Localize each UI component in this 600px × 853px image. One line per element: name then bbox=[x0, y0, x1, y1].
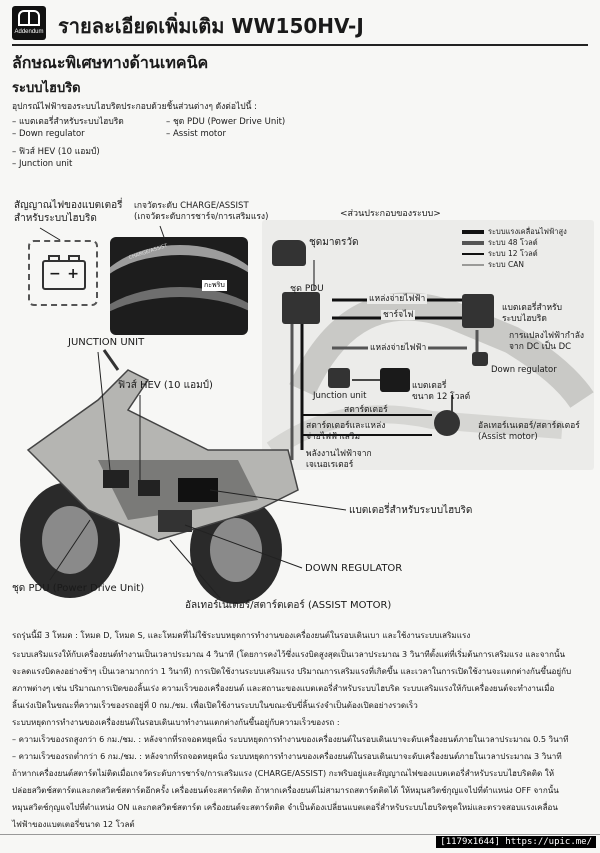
footer-divider bbox=[0, 834, 600, 835]
battery-indicator-line2: สำหรับระบบไฮบริด bbox=[14, 212, 97, 224]
down-regulator-diagram-label: Down regulator bbox=[491, 365, 557, 375]
gauge-label-line1: เกจวัดระดับ CHARGE/ASSIST bbox=[134, 201, 249, 211]
legend-label: ระบบ CAN bbox=[488, 259, 524, 269]
watermark-link[interactable]: [1179x1644] https://upic.me/ bbox=[436, 836, 596, 848]
gauge-blink-label: กะพริบ bbox=[202, 280, 227, 291]
power-source-label-2: แหล่งจ่ายไฟฟ้า bbox=[368, 343, 429, 354]
legend-label: ระบบแรงเคลื่อนไฟฟ้าสูง bbox=[488, 226, 567, 236]
converter-line1: การแปลงไฟฟ้ากำลัง bbox=[509, 331, 585, 341]
pdu-label: ชุด PDU (Power Drive Unit) bbox=[12, 583, 145, 594]
body-paragraph: หมุนสวิตช์กุญแจไปที่ตำแหน่ง ON และกดสวิต… bbox=[12, 802, 558, 812]
charge-label: ชาร์จไฟ bbox=[381, 310, 416, 321]
diagram-lines bbox=[266, 260, 594, 460]
junction-unit-label: JUNCTION UNIT bbox=[68, 337, 145, 348]
power-source-label: แหล่งจ่ายไฟฟ้า bbox=[367, 294, 428, 305]
pdu-part bbox=[282, 292, 320, 324]
gauge-arc-upper bbox=[110, 245, 248, 335]
hybrid-battery-part bbox=[462, 294, 494, 328]
battery12-line2: ขนาด 12 โวลต์ bbox=[412, 391, 471, 402]
starter-label: สตาร์ตเตอร์ bbox=[344, 405, 388, 415]
body-paragraph: ถ้าหากเครื่องยนต์สตาร์ตไม่ติดเมื่อเกจวัด… bbox=[12, 768, 555, 778]
component-item: – Assist motor bbox=[166, 129, 226, 139]
junction-unit-part bbox=[328, 368, 350, 388]
battery-icon: −+ bbox=[42, 255, 86, 290]
hybrid-battery-line1: แบตเตอรี่สำหรับ bbox=[502, 303, 563, 313]
meter-label: ชุดมาตรวัด bbox=[309, 237, 359, 248]
alternator-diagram-label: อัลเทอร์เนเตอร์/สตาร์ตเตอร์ (Assist moto… bbox=[478, 421, 580, 442]
component-item: – Junction unit bbox=[12, 159, 73, 169]
body-paragraph: ระบบหยุดการทำงานของเครื่องยนต์ในรอบเดินเ… bbox=[12, 717, 340, 727]
body-paragraph: – ความเร็วของรถสูงกว่า 6 กม./ชม. : หลังจ… bbox=[12, 734, 569, 744]
pdu-diagram-label: ชุด PDU bbox=[290, 284, 324, 294]
alternator-part bbox=[434, 410, 460, 436]
battery12-part bbox=[380, 368, 410, 392]
junction-unit-diagram-label: Junction unit bbox=[313, 391, 367, 401]
addendum-label: Addendum bbox=[14, 29, 44, 35]
fuse-label: ฟิวส์ HEV (10 แอมป์) bbox=[118, 380, 213, 391]
down-regulator-label: DOWN REGULATOR bbox=[305, 563, 403, 574]
body-paragraph: – ความเร็วของรถต่ำกว่า 6 กม./ชม. : หลังจ… bbox=[12, 751, 562, 761]
body-paragraph: ไฟฟ้าของแบตเตอรี่ขนาด 12 โวลต์ bbox=[12, 819, 135, 829]
diagram-legend: ระบบแรงเคลื่อนไฟฟ้าสูง ระบบ 48 โวลต์ ระบ… bbox=[462, 226, 594, 270]
body-paragraph: สภาพต่างๆ เช่น ปริมาณการเปิดของลิ้นเร่ง … bbox=[12, 683, 555, 693]
body-paragraph: จะลดแรงบิดลงอย่างช้าๆ เป็นเวลามากกว่า 1 … bbox=[12, 666, 572, 676]
legend-item: ระบบ CAN bbox=[462, 259, 594, 270]
battery12-line1: แบตเตอรี่ bbox=[412, 381, 447, 391]
header-divider bbox=[12, 44, 588, 46]
gauge-arc-lower bbox=[110, 287, 248, 335]
battery-indicator-line1: สัญญาณไฟของแบตเตอรี่ bbox=[14, 200, 123, 211]
component-item: – แบตเตอรี่สำหรับระบบไฮบริด bbox=[12, 117, 124, 127]
assist-motor-label: อัลเทอร์เนเตอร์/สตาร์ตเตอร์ (ASSIST MOTO… bbox=[185, 600, 392, 611]
generator-power-line2: เจเนอเรเตอร์ bbox=[306, 459, 354, 470]
generator-power-label: พลังงานไฟฟ้าจาก เจเนอเรเตอร์ bbox=[306, 449, 372, 470]
hybrid-battery-label: แบตเตอรี่สำหรับระบบไฮบริด bbox=[349, 505, 473, 516]
alternator-line1: อัลเทอร์เนเตอร์/สตาร์ตเตอร์ bbox=[478, 421, 580, 431]
hybrid-battery-line2: ระบบไฮบริด bbox=[502, 313, 547, 324]
starter-assist-label: สตาร์ตเตอร์และแหล่ง จ่ายไฟฟ้าเสริม bbox=[306, 421, 385, 442]
legend-item: ระบบแรงเคลื่อนไฟฟ้าสูง bbox=[462, 226, 594, 237]
battery-indicator-icon: −+ bbox=[28, 240, 98, 306]
hybrid-battery-diagram-label: แบตเตอรี่สำหรับ ระบบไฮบริด bbox=[502, 303, 562, 324]
gauge-label: เกจวัดระดับ CHARGE/ASSIST (เกจวัดระดับกา… bbox=[134, 201, 268, 222]
converter-label: การแปลงไฟฟ้ากำลัง จาก DC เป็น DC bbox=[509, 331, 584, 352]
generator-power-line1: พลังงานไฟฟ้าจาก bbox=[306, 449, 372, 459]
starter-assist-line1: สตาร์ตเตอร์และแหล่ง bbox=[306, 421, 386, 431]
page-title: รายละเอียดเพิ่มเติม WW150HV-J bbox=[58, 14, 364, 38]
legend-item: ระบบ 12 โวลต์ bbox=[462, 248, 594, 259]
diagram-title: <ส่วนประกอบของระบบ> bbox=[340, 209, 441, 219]
legend-item: ระบบ 48 โวลต์ bbox=[462, 237, 594, 248]
body-paragraph: ระบบเสริมแรงให้กับเครื่องยนต์ทำงานเป็นเว… bbox=[12, 649, 566, 659]
component-item: – ชุด PDU (Power Drive Unit) bbox=[166, 117, 286, 127]
alternator-line2: (Assist motor) bbox=[478, 431, 538, 442]
body-paragraph: ลิ้นเร่งเปิดในขณะที่ความเร็วของรถอยู่ที่… bbox=[12, 700, 418, 710]
body-paragraph: รถรุ่นนี้มี 3 โหมด : โหมด D, โหมด S, และ… bbox=[12, 630, 471, 640]
section-heading: ลักษณะพิเศษทางด้านเทคนิค bbox=[12, 53, 209, 72]
legend-label: ระบบ 48 โวลต์ bbox=[488, 237, 538, 247]
starter-assist-line2: จ่ายไฟฟ้าเสริม bbox=[306, 431, 361, 442]
body-paragraph: ปล่อยสวิตช์สตาร์ตและกดสวิตช์สตาร์ตอีกครั… bbox=[12, 785, 559, 795]
addendum-badge: Addendum bbox=[12, 6, 46, 40]
component-item: – ฟิวส์ HEV (10 แอมป์) bbox=[12, 147, 100, 157]
battery12-label: แบตเตอรี่ ขนาด 12 โวลต์ bbox=[412, 381, 470, 402]
charge-assist-gauge: CHARGE/ASSIST กะพริบ bbox=[110, 237, 248, 335]
intro-text: อุปกรณ์ไฟฟ้าของระบบไฮบริดประกอบด้วยชิ้นส… bbox=[12, 102, 257, 112]
section-subheading: ระบบไฮบริด bbox=[12, 81, 81, 96]
book-icon bbox=[18, 10, 40, 26]
down-regulator-part bbox=[472, 352, 488, 366]
converter-line2: จาก DC เป็น DC bbox=[509, 341, 572, 352]
system-diagram bbox=[262, 220, 594, 470]
meter-unit-part bbox=[272, 240, 306, 266]
gauge-label-line2: (เกจวัดระดับการชาร์จ/การเสริมแรง) bbox=[134, 211, 269, 222]
legend-label: ระบบ 12 โวลต์ bbox=[488, 248, 538, 258]
battery-indicator-label: สัญญาณไฟของแบตเตอรี่ สำหรับระบบไฮบริด bbox=[14, 200, 122, 225]
component-item: – Down regulator bbox=[12, 129, 85, 139]
